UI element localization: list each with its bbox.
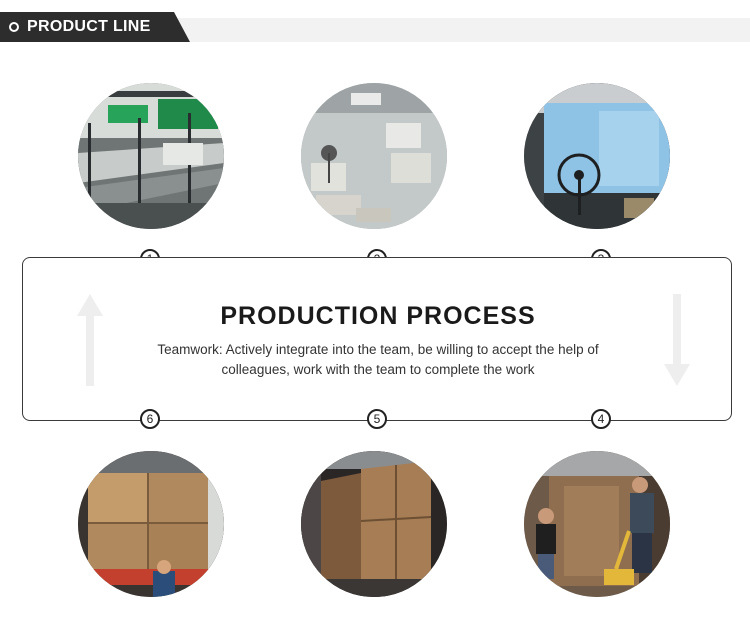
- photo-assembly-line: [78, 83, 224, 229]
- step-number-6: 6: [140, 409, 160, 429]
- arrow-down-icon: [664, 294, 690, 386]
- arrow-up-icon: [77, 294, 103, 386]
- process-description: Teamwork: Actively integrate into the te…: [157, 342, 599, 377]
- photo-workers-loading: [524, 451, 670, 597]
- photo-injection-machine: [524, 83, 670, 229]
- photo-container-interior: [301, 451, 447, 597]
- step-number-4: 4: [591, 409, 611, 429]
- header-tab: PRODUCT LINE: [0, 12, 190, 42]
- circle-bullet-icon: [9, 22, 19, 32]
- section-title: PRODUCT LINE: [27, 18, 151, 35]
- step-number-5: 5: [367, 409, 387, 429]
- process-title: PRODUCTION PROCESS: [220, 302, 536, 330]
- production-process-panel: PRODUCTION PROCESS Teamwork: Actively in…: [22, 257, 732, 421]
- photo-warehouse-floor: [301, 83, 447, 229]
- header-background: [170, 18, 750, 42]
- section-header: PRODUCT LINE: [0, 12, 750, 42]
- photo-loaded-container: [78, 451, 224, 597]
